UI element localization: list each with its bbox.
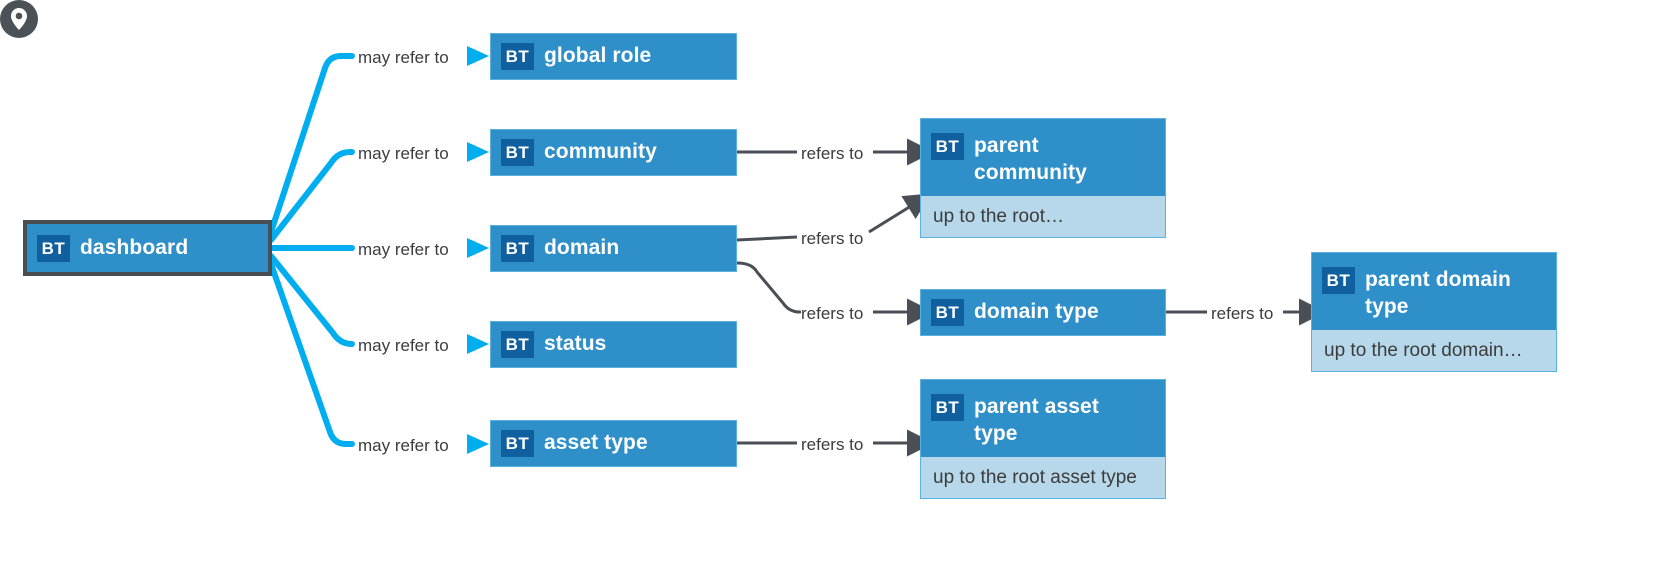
node-asset-type-header: BT asset type bbox=[491, 421, 736, 466]
node-parent-community-note: up to the root… bbox=[921, 196, 1165, 237]
node-domain[interactable]: BT domain bbox=[490, 225, 737, 272]
edge-label-may-refer-to-global-role: may refer to bbox=[358, 48, 449, 67]
node-status[interactable]: BT status bbox=[490, 321, 737, 368]
node-domain-type-header: BT domain type bbox=[921, 290, 1165, 335]
arrowhead-status bbox=[467, 334, 489, 354]
node-dashboard-label: dashboard bbox=[80, 235, 189, 259]
bt-badge-icon: BT bbox=[501, 331, 534, 358]
bt-badge-icon: BT bbox=[501, 235, 534, 262]
node-community-label: community bbox=[544, 140, 657, 164]
bt-badge-icon: BT bbox=[501, 430, 534, 457]
node-parent-domain-type-note: up to the root domain… bbox=[1312, 330, 1556, 371]
bt-badge-icon: BT bbox=[501, 43, 534, 70]
node-domain-label: domain bbox=[544, 236, 620, 260]
bt-badge-icon: BT bbox=[931, 394, 964, 421]
node-global-role[interactable]: BT global role bbox=[490, 33, 737, 80]
node-parent-community-label: parent community bbox=[974, 134, 1087, 184]
node-domain-type[interactable]: BT domain type bbox=[920, 289, 1166, 336]
node-parent-asset-type-note: up to the root asset type bbox=[921, 457, 1165, 498]
arrowhead-community bbox=[467, 142, 489, 162]
map-pin-glyph bbox=[11, 8, 27, 30]
bt-badge-icon: BT bbox=[931, 299, 964, 326]
node-parent-asset-type[interactable]: BT parent asset type up to the root asse… bbox=[920, 379, 1166, 499]
map-pin-icon bbox=[0, 0, 38, 38]
edge-label-refers-to-domain-parent-community: refers to bbox=[801, 229, 864, 248]
edge-dashboard-status bbox=[268, 253, 355, 347]
edge-label-refers-to-domain-type: refers to bbox=[801, 304, 864, 323]
node-asset-type-label: asset type bbox=[544, 431, 648, 455]
node-domain-header: BT domain bbox=[491, 226, 736, 271]
edge-label-may-refer-to-status: may refer to bbox=[358, 336, 449, 355]
edge-label-refers-to-parent-domain-type: refers to bbox=[1211, 304, 1274, 323]
arrowhead-asset-type bbox=[467, 434, 489, 454]
node-parent-domain-type-header: BT parent domain type bbox=[1312, 253, 1556, 330]
edge-domain-parent-community bbox=[736, 235, 798, 242]
edge-label-refers-to-parent-community: refers to bbox=[801, 144, 864, 163]
edge-dashboard-global-role bbox=[268, 53, 355, 235]
node-global-role-label: global role bbox=[544, 44, 652, 68]
bt-badge-icon: BT bbox=[501, 139, 534, 166]
node-dashboard[interactable]: BT dashboard bbox=[23, 220, 272, 276]
node-status-header: BT status bbox=[491, 322, 736, 367]
node-community[interactable]: BT community bbox=[490, 129, 737, 176]
edge-dashboard-asset-type bbox=[268, 261, 355, 447]
edge-domain-parent-community-tail bbox=[868, 193, 932, 234]
node-parent-community[interactable]: BT parent community up to the root… bbox=[920, 118, 1166, 238]
edge-dashboard-community bbox=[268, 149, 355, 243]
node-parent-domain-type-label: parent domain type bbox=[1365, 268, 1511, 318]
bt-badge-icon: BT bbox=[931, 133, 964, 160]
arrowhead-domain bbox=[467, 238, 489, 258]
node-parent-community-header: BT parent community bbox=[921, 119, 1165, 196]
node-parent-domain-type[interactable]: BT parent domain type up to the root dom… bbox=[1311, 252, 1557, 372]
node-asset-type[interactable]: BT asset type bbox=[490, 420, 737, 467]
bt-badge-icon: BT bbox=[37, 234, 70, 262]
node-status-label: status bbox=[544, 332, 607, 356]
node-community-header: BT community bbox=[491, 130, 736, 175]
node-parent-asset-type-header: BT parent asset type bbox=[921, 380, 1165, 457]
edge-label-may-refer-to-asset-type: may refer to bbox=[358, 436, 449, 455]
node-domain-type-label: domain type bbox=[974, 300, 1099, 324]
edge-label-may-refer-to-domain: may refer to bbox=[358, 240, 449, 259]
node-dashboard-header: BT dashboard bbox=[27, 224, 268, 272]
bt-badge-icon: BT bbox=[1322, 267, 1355, 294]
edge-domain-domain-type bbox=[735, 261, 802, 314]
node-global-role-header: BT global role bbox=[491, 34, 736, 79]
arrowhead-global-role bbox=[467, 46, 489, 66]
node-parent-asset-type-label: parent asset type bbox=[974, 395, 1099, 445]
edge-label-refers-to-parent-asset-type: refers to bbox=[801, 435, 864, 454]
edge-label-may-refer-to-community: may refer to bbox=[358, 144, 449, 163]
